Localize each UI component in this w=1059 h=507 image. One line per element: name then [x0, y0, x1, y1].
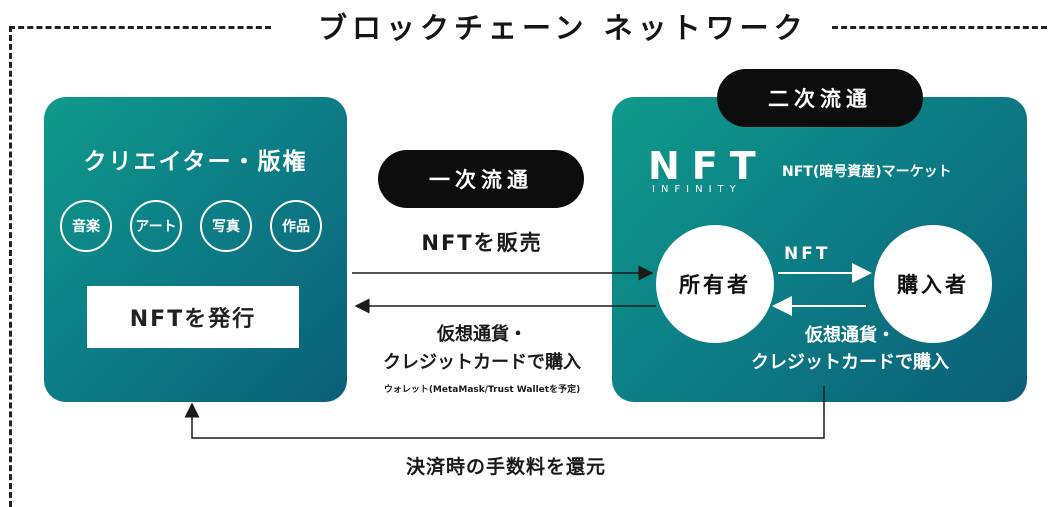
refund-label: 決済時の手数料を還元 [405, 456, 606, 478]
issue-nft-box: NFTを発行 [87, 286, 299, 348]
category-photo: 写真 [200, 200, 252, 252]
payment-left-line2: クレジットカードで購入 [383, 352, 581, 373]
payment-left-line1: 仮想通貨・ [437, 324, 527, 345]
nft-infinity-logo-sub: INFINITY [652, 184, 742, 195]
market-label: NFT(暗号資産)マーケット [782, 164, 952, 180]
wallet-note: ウォレット(MetaMask/Trust Walletを予定) [383, 385, 581, 395]
nft-infinity-logo: NFT [648, 144, 768, 188]
category-work: 作品 [270, 200, 322, 252]
category-art: アート [130, 200, 182, 252]
buyer-node: 購入者 [874, 225, 992, 343]
network-border-left [9, 26, 12, 507]
primary-distribution-badge: 一次流通 [378, 150, 584, 208]
owner-node: 所有者 [656, 225, 774, 343]
category-music: 音楽 [60, 200, 112, 252]
nft-transfer-label: NFT [784, 244, 831, 264]
network-border-top-right [832, 26, 1047, 29]
payment-label-left: 仮想通貨・ クレジットカードで購入 [360, 321, 604, 377]
arrow-refund-to-creator [184, 386, 825, 439]
creator-title: クリエイター・版権 [83, 149, 308, 175]
payment-label-right: 仮想通貨・ クレジットカードで購入 [716, 322, 984, 376]
secondary-distribution-badge: 二次流通 [717, 69, 923, 127]
network-border-top-left [9, 26, 271, 29]
payment-right-line1: 仮想通貨・ [805, 325, 895, 346]
network-title: ブロックチェーン ネットワーク [318, 11, 808, 45]
payment-right-line2: クレジットカードで購入 [751, 352, 949, 373]
sell-nft-label: NFTを販売 [421, 231, 543, 255]
